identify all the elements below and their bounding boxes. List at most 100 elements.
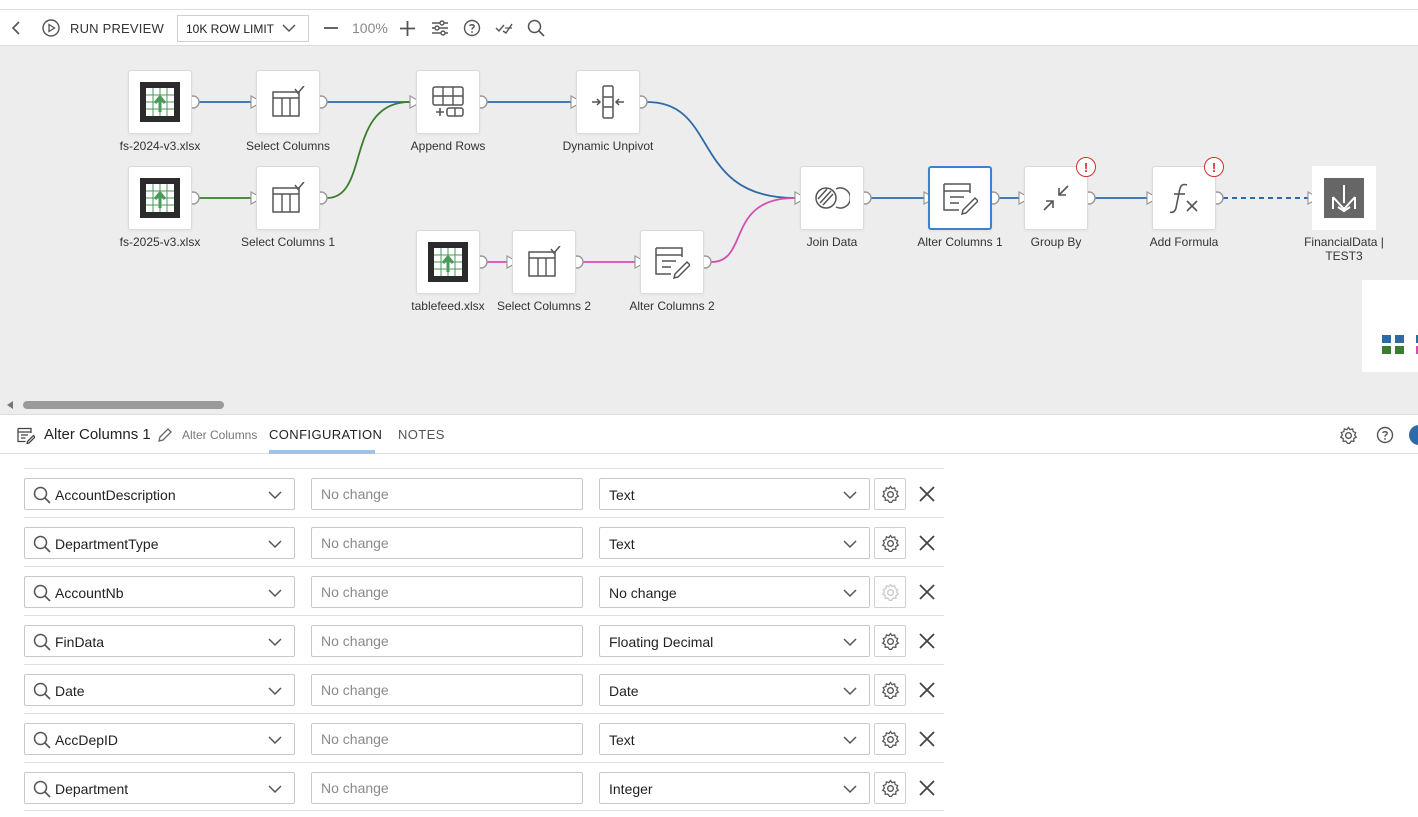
- run-preview-button[interactable]: RUN PREVIEW: [41, 10, 164, 46]
- node-group-by[interactable]: [1024, 166, 1088, 230]
- rename-input[interactable]: [311, 478, 583, 510]
- type-select[interactable]: Date: [599, 674, 870, 706]
- scrollbar-thumb[interactable]: [23, 401, 224, 409]
- node-alter-columns-2[interactable]: [640, 230, 704, 294]
- panel-toggle-button[interactable]: [1409, 425, 1418, 445]
- rename-input[interactable]: [311, 772, 583, 804]
- remove-row-button[interactable]: [915, 482, 939, 506]
- tab-configuration[interactable]: CONFIGURATION: [269, 427, 383, 442]
- type-select[interactable]: Floating Decimal: [599, 625, 870, 657]
- output-merge-icon: [1324, 178, 1364, 218]
- node-label-dynamic-unpivot: Dynamic Unpivot: [562, 139, 654, 153]
- node-append-rows[interactable]: [416, 70, 480, 134]
- workflow-canvas[interactable]: fs-2024-v3.xlsx Select Columns Append Ro…: [0, 46, 1418, 414]
- type-settings-button[interactable]: [874, 527, 906, 559]
- join-icon: [815, 187, 850, 209]
- settings-sliders-button[interactable]: [431, 10, 451, 46]
- panel-node-type: Alter Columns: [182, 428, 258, 442]
- help-button[interactable]: [463, 10, 483, 46]
- scroll-left-arrow-icon[interactable]: [7, 401, 13, 409]
- remove-row-button[interactable]: [915, 531, 939, 555]
- rename-input[interactable]: [311, 723, 583, 755]
- zoom-level: 100%: [352, 10, 388, 46]
- unpivot-icon: [592, 85, 624, 119]
- alter-columns-icon: [943, 183, 978, 215]
- column-select[interactable]: FinData: [24, 625, 295, 657]
- remove-row-button[interactable]: [915, 727, 939, 751]
- excel-file-icon: [428, 242, 468, 282]
- node-select-columns-2[interactable]: [512, 230, 576, 294]
- search-icon: [33, 633, 51, 651]
- close-icon: [919, 780, 935, 796]
- excel-file-icon: [140, 82, 180, 122]
- node-alter-columns-1[interactable]: [928, 166, 992, 230]
- rename-input[interactable]: [311, 576, 583, 608]
- chevron-down-icon: [268, 540, 282, 549]
- node-tablefeed[interactable]: [416, 230, 480, 294]
- column-select[interactable]: AccountDescription: [24, 478, 295, 510]
- type-settings-button[interactable]: [874, 478, 906, 510]
- remove-row-button[interactable]: [915, 678, 939, 702]
- column-select[interactable]: AccDepID: [24, 723, 295, 755]
- type-select[interactable]: No change: [599, 576, 870, 608]
- row-limit-value: 10K ROW LIMIT: [186, 21, 275, 36]
- back-button[interactable]: [8, 10, 26, 46]
- remove-row-button[interactable]: [915, 629, 939, 653]
- rename-input[interactable]: [311, 625, 583, 657]
- chevron-down-icon: [282, 24, 296, 33]
- column-select-value: AccountDescription: [55, 487, 176, 503]
- type-settings-button[interactable]: [874, 625, 906, 657]
- type-settings-button[interactable]: [874, 723, 906, 755]
- search-icon: [33, 682, 51, 700]
- chevron-down-icon: [268, 687, 282, 696]
- node-select-columns[interactable]: [256, 70, 320, 134]
- zoom-in-button[interactable]: [399, 10, 417, 46]
- remove-row-button[interactable]: [915, 580, 939, 604]
- help-circle-icon[interactable]: [1376, 426, 1394, 444]
- append-rows-icon: [432, 86, 464, 117]
- node-output-financialdata[interactable]: [1312, 166, 1376, 230]
- minimap-panel[interactable]: [1362, 280, 1418, 372]
- remove-row-button[interactable]: [915, 776, 939, 800]
- gear-icon[interactable]: [1339, 426, 1358, 445]
- rename-input[interactable]: [311, 527, 583, 559]
- node-add-formula[interactable]: [1152, 166, 1216, 230]
- minus-icon: [324, 27, 338, 29]
- row-limit-dropdown[interactable]: 10K ROW LIMIT: [177, 15, 309, 42]
- node-dynamic-unpivot[interactable]: [576, 70, 640, 134]
- error-alert-icon[interactable]: !: [1204, 157, 1224, 177]
- search-button[interactable]: [527, 10, 547, 46]
- column-select[interactable]: DepartmentType: [24, 527, 295, 559]
- validate-button[interactable]: [495, 10, 515, 46]
- pencil-edit-icon[interactable]: [157, 427, 173, 443]
- type-settings-button[interactable]: [874, 772, 906, 804]
- zoom-out-button[interactable]: [323, 10, 341, 46]
- tab-notes[interactable]: NOTES: [398, 427, 445, 442]
- type-select-value: Text: [609, 487, 635, 503]
- select-columns-icon: [272, 182, 305, 213]
- error-alert-icon[interactable]: !: [1076, 157, 1096, 177]
- run-preview-label: RUN PREVIEW: [70, 20, 164, 36]
- type-select[interactable]: Text: [599, 723, 870, 755]
- close-icon: [919, 486, 935, 502]
- rename-input[interactable]: [311, 674, 583, 706]
- excel-file-icon: [140, 178, 180, 218]
- column-select[interactable]: Department: [24, 772, 295, 804]
- column-select[interactable]: AccountNb: [24, 576, 295, 608]
- type-settings-button[interactable]: [874, 674, 906, 706]
- node-select-columns-1[interactable]: [256, 166, 320, 230]
- node-fs-2024[interactable]: [128, 70, 192, 134]
- type-select[interactable]: Text: [599, 478, 870, 510]
- close-icon: [919, 535, 935, 551]
- type-select[interactable]: Text: [599, 527, 870, 559]
- chevron-down-icon: [843, 736, 857, 745]
- type-select-value: No change: [609, 585, 677, 601]
- canvas-horizontal-scrollbar[interactable]: [0, 398, 1418, 412]
- type-select[interactable]: Integer: [599, 772, 870, 804]
- node-fs-2025[interactable]: [128, 166, 192, 230]
- table-row: Date Date: [24, 664, 944, 713]
- node-label-select-columns: Select Columns: [245, 139, 331, 153]
- chevron-down-icon: [268, 785, 282, 794]
- node-join-data[interactable]: [800, 166, 864, 230]
- column-select[interactable]: Date: [24, 674, 295, 706]
